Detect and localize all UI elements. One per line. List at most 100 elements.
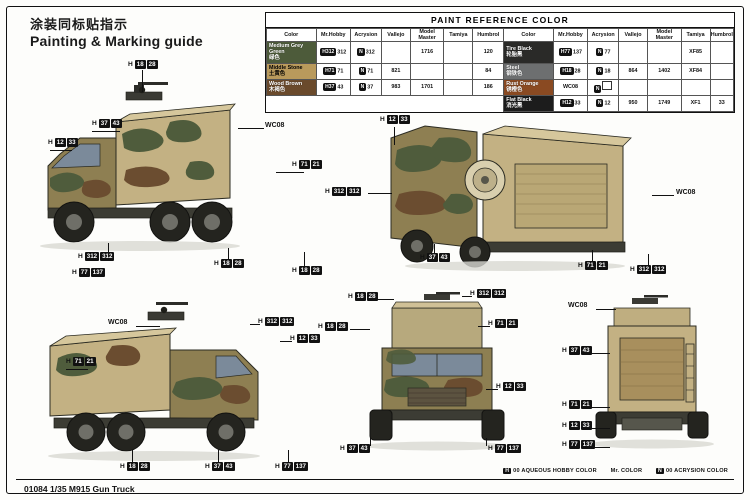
legend-text-mr: Mr. COLOR: [610, 468, 643, 474]
leader-line: [378, 299, 394, 300]
callout-prefix: H: [562, 421, 567, 429]
cell-tamiya: XF85: [680, 41, 711, 64]
leader-line: [368, 193, 392, 194]
th-acrysion-r: Acrysion: [587, 28, 620, 42]
cell-modelmaster: 1716: [409, 41, 445, 64]
callout-prefix: H: [488, 319, 493, 327]
callout-bottom-left-wc08: WC08: [108, 319, 127, 326]
leader-line: [648, 254, 649, 266]
page-title-cn: 涂装同标贴指示: [30, 17, 129, 32]
leader-line: [596, 309, 616, 310]
th-mrhobby-r: Mr.Hobby: [552, 28, 589, 42]
legend-key-h: H: [503, 468, 512, 474]
callout-tag: 77: [78, 268, 90, 277]
callout-tag2: 33: [308, 334, 320, 343]
callout-tag2: 33: [398, 115, 410, 124]
badge-mrhobby: H77: [558, 48, 573, 57]
callout-tag2: 28: [366, 292, 378, 301]
callout-tag: 12: [568, 421, 580, 430]
callout-tag: 312: [84, 252, 100, 261]
th-vallejo-l: Vallejo: [380, 28, 411, 42]
callout-tag: 37: [211, 462, 223, 471]
leader-line: [592, 428, 610, 429]
callout-prefix: H: [562, 440, 567, 448]
callout-tag2: 21: [84, 357, 96, 366]
callout-prefix: H: [128, 60, 133, 68]
cell-empty: [381, 95, 411, 112]
val-mrhobby: 312: [337, 49, 347, 56]
view-bottom-left-side: [30, 290, 330, 470]
leader-line: [142, 70, 143, 92]
callout-tag2: 43: [580, 346, 592, 355]
callout-tag: 18: [354, 292, 366, 301]
callout-top-right-wc08: WC08: [676, 189, 695, 196]
leader-line: [486, 389, 498, 390]
callout-tag: 312: [476, 289, 492, 298]
callout-prefix: H: [488, 444, 493, 452]
callout-tag2: 21: [596, 261, 608, 270]
callout-prefix: H: [72, 268, 77, 276]
val-mrhobby: 33: [574, 100, 581, 107]
th-tamiya-l: Tamiya: [443, 28, 474, 42]
swatch-name-cn: 锈橙色: [506, 87, 523, 94]
th-color-l: Color: [266, 28, 317, 42]
callout-tag2: 33: [514, 382, 526, 391]
swatch-name-cn: 绿色: [269, 55, 280, 62]
callout-tag: 71: [568, 400, 580, 409]
view-top-left-side: [30, 70, 330, 270]
callout-tag: 77: [281, 462, 293, 471]
legend-sub-h: 00: [513, 468, 520, 474]
callout-tag: 71: [584, 261, 596, 270]
leader-line: [280, 341, 292, 342]
cell-modelmaster: 1701: [409, 78, 445, 96]
callout-tag: 12: [502, 382, 514, 391]
swatch-name-en: Middle Stone: [269, 64, 303, 71]
callout-prefix: H: [275, 462, 280, 470]
th-humbrol-l: Humbrol: [472, 28, 505, 42]
badge-acrysion: N: [357, 48, 365, 57]
callout-tag2: 21: [310, 160, 322, 169]
val-acrysion: 77: [604, 49, 611, 56]
callout-tag: 77: [494, 444, 506, 453]
callout-prefix: H: [92, 119, 97, 127]
cell-tamiya: [443, 41, 474, 64]
cell-empty: [350, 95, 382, 112]
paint-table-header-row: Color Mr.Hobby Acrysion Vallejo Model Ma…: [266, 28, 735, 42]
th-color-r: Color: [503, 28, 554, 42]
swatch-name-cn: 钢铁色: [506, 71, 523, 78]
paint-table-title: PAINT REFERENCE COLOR: [266, 13, 734, 28]
callout-tag2: 43: [223, 462, 235, 471]
cell-vallejo: [618, 78, 648, 96]
callout-tag2: 28: [138, 462, 150, 471]
callout-tag2: 312: [100, 252, 115, 261]
callout-tag2: 28: [336, 322, 348, 331]
cell-tamiya: [443, 78, 474, 96]
callout-tag: 18: [126, 462, 138, 471]
swatch-name-en: Tire Black: [506, 46, 532, 53]
legend-text-h: AQUEOUS HOBBY COLOR: [521, 468, 597, 474]
swatch-steel: Steel 钢铁色: [503, 62, 554, 80]
swatch-flat-black: Flat Black 消光黑: [503, 94, 554, 112]
leader-line: [136, 326, 160, 327]
swatch-name-en: Steel: [506, 64, 520, 71]
callout-tag2: 21: [506, 319, 518, 328]
badge-mrhobby: H18: [560, 67, 574, 76]
callout-tag2: 43: [358, 444, 370, 453]
callout-tag: 312: [264, 317, 280, 326]
callout-tag: 12: [386, 115, 398, 124]
callout-tag: 71: [298, 160, 310, 169]
val-acrysion: 37: [367, 84, 374, 91]
leader-line: [350, 329, 370, 330]
callout-prefix: H: [290, 334, 295, 342]
callout-prefix: H: [578, 261, 583, 269]
callout-prefix: H: [325, 187, 330, 195]
cell-modelmaster: 1749: [647, 94, 682, 112]
leader-line: [592, 407, 610, 408]
